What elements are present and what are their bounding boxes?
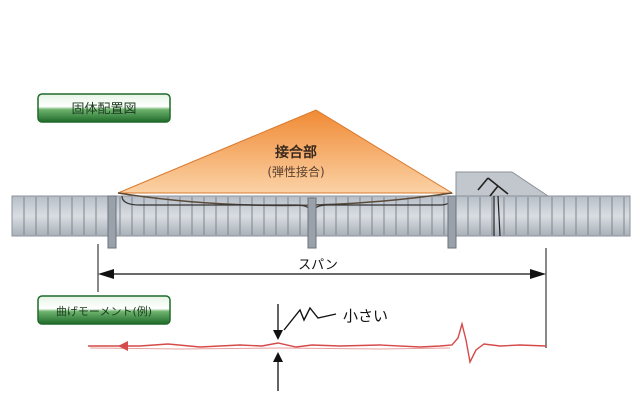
- small-indicator: 小さい: [273, 304, 388, 391]
- moment-curve: [88, 321, 547, 365]
- support-posts: [107, 195, 457, 249]
- girder-row: [11, 195, 631, 237]
- layout-badge: 固体配置図: [37, 93, 171, 123]
- girder-segment-lines: [23, 197, 625, 235]
- joint-block: 接合部 (弾性接合): [117, 109, 454, 207]
- span-label: スパン: [298, 258, 338, 273]
- moment-badge: 曲げモーメント(例): [37, 295, 171, 325]
- layout-badge-label: 固体配置図: [71, 102, 136, 117]
- joint-title: 接合部: [275, 144, 317, 161]
- small-label: 小さい: [343, 307, 388, 325]
- span-dimension: スパン: [97, 244, 547, 348]
- left-arrow-mark: [118, 341, 128, 351]
- crane-graphic: [455, 171, 550, 237]
- joint-subtitle: (弾性接合): [267, 164, 324, 179]
- moment-badge-label: 曲げモーメント(例): [56, 304, 152, 318]
- moment-curve-shadow: [89, 347, 451, 350]
